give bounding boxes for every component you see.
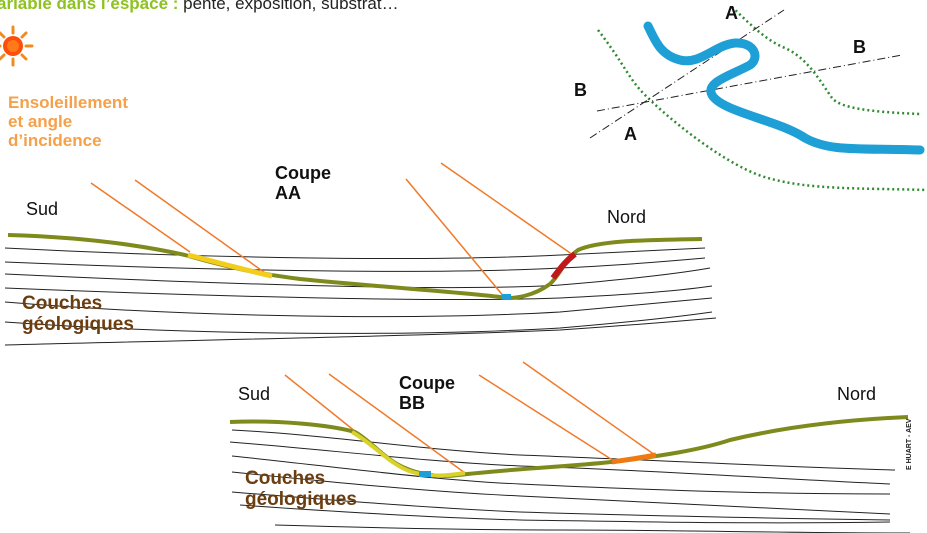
sun-label-line-2: et angle [8, 112, 73, 132]
section-aa-layers-line-2: géologiques [22, 314, 134, 336]
river [643, 21, 925, 155]
hedge-line-lower [731, 6, 921, 116]
section-bb-layers-line-1: Couches [245, 468, 326, 489]
hedge-line-upper [597, 29, 927, 192]
map-inset [589, 6, 927, 192]
section-bb-layers-line-2: géologiques [245, 489, 357, 511]
section-bb-title-line-1: Coupe [399, 373, 455, 393]
hot-slope-aa [550, 251, 577, 280]
sun-label-line-3: d’incidence [8, 131, 102, 151]
map-label-a-bottom: A [624, 124, 637, 144]
credit-text: E HUART - AEV [906, 418, 913, 470]
section-line-bb [596, 54, 903, 112]
map-label-a-top: A [725, 3, 738, 23]
header-rest: pente, exposition, substrat… [178, 0, 399, 13]
section-aa-title-line-1: Coupe [275, 163, 331, 183]
header-text: ariable dans l’espace : pente, expositio… [0, 0, 399, 13]
warm-slope-bb [351, 430, 466, 478]
section-bb-title-line-2: BB [399, 393, 425, 414]
section-aa-title-line-2: AA [275, 183, 301, 204]
section-bb-title: Coupe BB [399, 373, 455, 413]
sun-icon [0, 25, 34, 67]
map-label-b-right: B [853, 37, 866, 57]
sun-label-line-1: Ensoleillement [8, 93, 128, 112]
section-aa-south-label: Sud [26, 199, 59, 219]
terrain-aa [7, 233, 703, 300]
river-section-aa [502, 294, 511, 299]
section-bb-drawing [229, 361, 911, 533]
section-bb-north-label: Nord [837, 384, 877, 404]
section-aa-drawing [4, 162, 717, 346]
section-bb-layers-label: Couches géologiques [245, 468, 357, 511]
sun-label: Ensoleillement et angle d’incidence [8, 93, 128, 150]
section-bb-south-label: Sud [238, 384, 271, 404]
warm-slope-aa [187, 252, 273, 279]
river-section-bb [419, 471, 431, 477]
section-aa-layers-label: Couches géologiques [22, 293, 134, 336]
map-label-b-left: B [574, 80, 587, 100]
header-highlight: ariable dans l’espace : [0, 0, 179, 13]
section-aa-layers-line-1: Couches [22, 293, 103, 314]
section-line-aa [589, 9, 785, 139]
section-aa-title: Coupe AA [275, 163, 331, 203]
orange-slope-bb [611, 452, 657, 465]
section-aa-north-label: Nord [607, 207, 647, 227]
